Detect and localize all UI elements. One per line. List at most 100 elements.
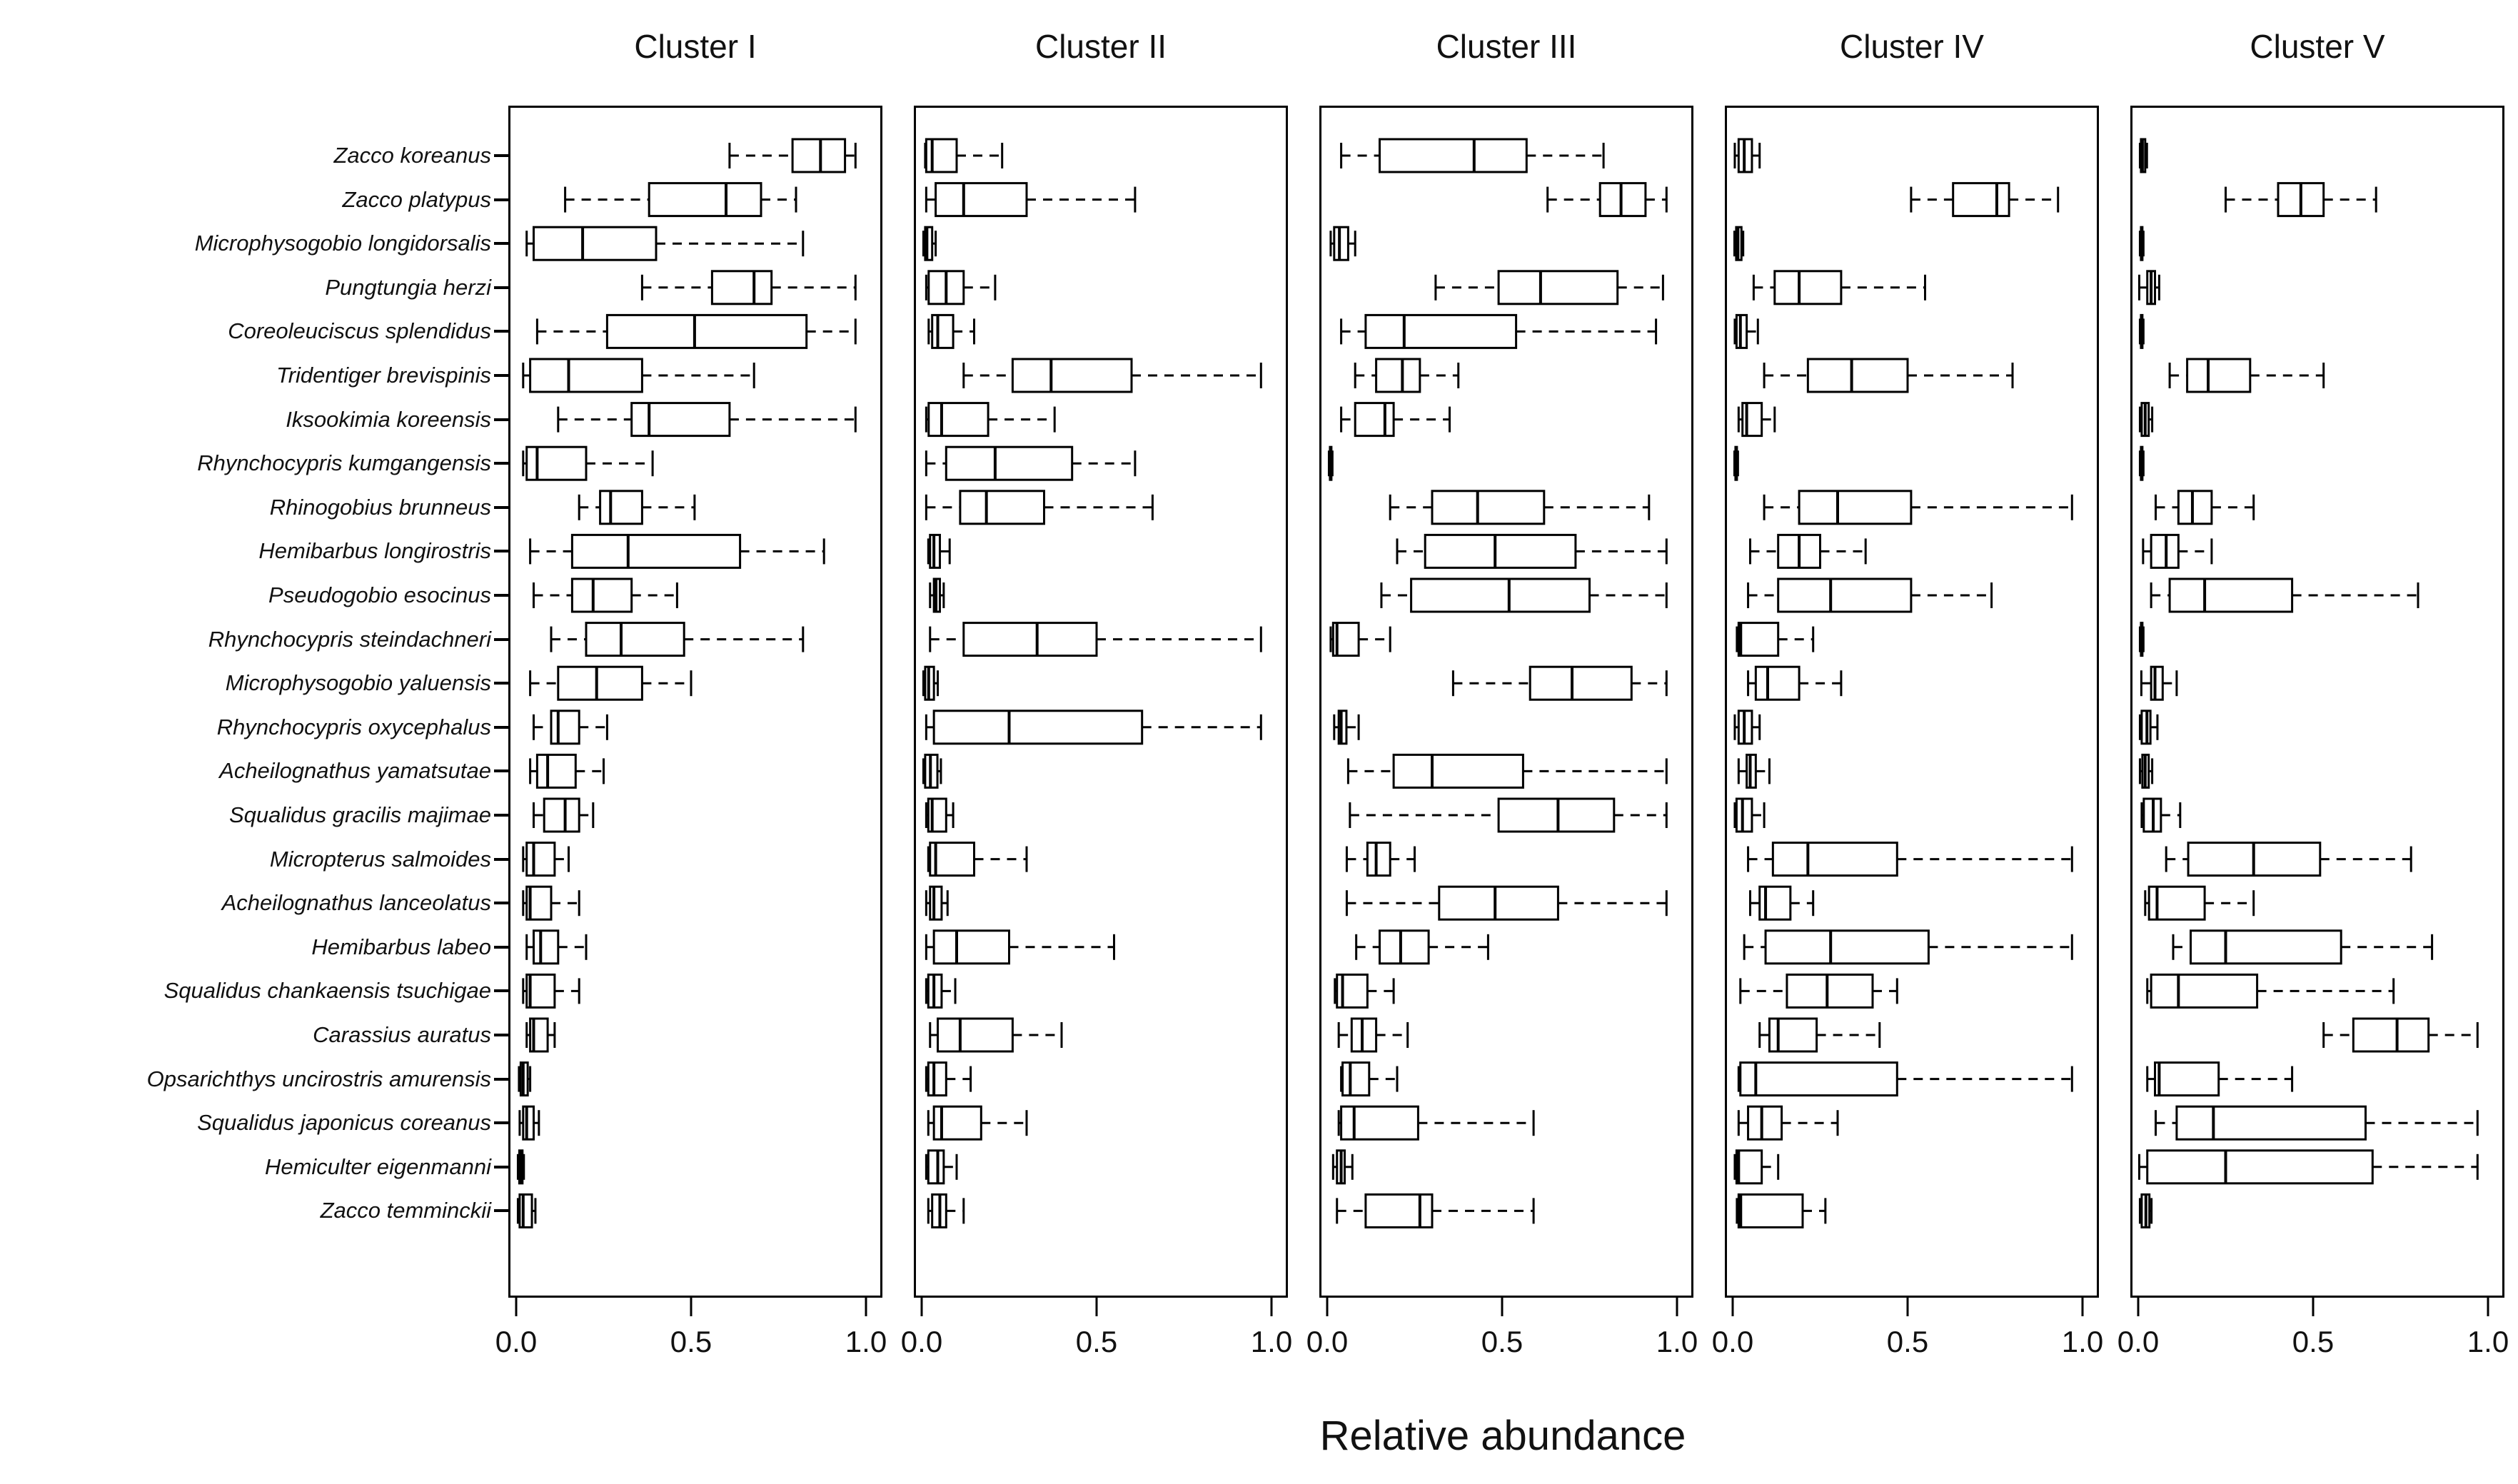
boxplot — [925, 797, 955, 833]
boxplot — [1763, 490, 2073, 525]
boxplot — [1345, 885, 1668, 921]
boxplot — [1349, 797, 1668, 833]
y-axis-tick — [494, 242, 509, 246]
panel-cluster-ii — [914, 106, 1288, 1316]
boxplot — [925, 490, 1154, 525]
x-axis-title: Relative abundance — [1319, 1413, 1686, 1459]
species-label: Rhynchocypris kumgangensis — [197, 450, 491, 476]
boxplot — [1329, 622, 1391, 657]
boxplot — [2150, 577, 2419, 613]
boxplot — [1546, 182, 1668, 218]
boxplot — [2138, 402, 2154, 438]
x-axis-tick-label: 1.0 — [845, 1325, 887, 1358]
boxplot — [518, 1105, 540, 1141]
y-axis-tick — [494, 1077, 509, 1081]
boxplot — [2142, 533, 2213, 569]
boxplot — [2138, 753, 2154, 789]
boxplot — [1733, 138, 1761, 173]
boxplot — [1763, 358, 2014, 393]
y-axis-tick — [494, 857, 509, 861]
boxplot — [1334, 973, 1395, 1009]
y-axis-tick — [494, 989, 509, 993]
boxplot — [2140, 665, 2178, 701]
boxplot — [522, 885, 580, 921]
boxplot — [1743, 929, 2073, 965]
x-axis-tick-label: 1.0 — [2061, 1325, 2104, 1358]
y-axis-tick — [494, 198, 509, 201]
boxplot — [1747, 665, 1843, 701]
boxplot — [2322, 1017, 2479, 1053]
boxplot — [925, 1061, 972, 1097]
x-axis-tick-label: 0.0 — [1306, 1325, 1349, 1358]
y-axis-tick — [494, 1034, 509, 1036]
boxplot — [1739, 973, 1898, 1009]
species-label: Opsarichthys uncirostris amurensis — [146, 1066, 491, 1091]
x-axis-tick-label: 1.0 — [1250, 1325, 1293, 1358]
boxplot — [1736, 622, 1815, 657]
boxplot — [516, 1193, 537, 1228]
x-axis-tick-label: 0.0 — [495, 1325, 538, 1358]
boxplot — [1749, 533, 1867, 569]
y-axis-tick — [494, 550, 509, 553]
boxplot — [2138, 138, 2148, 173]
boxplot — [2155, 490, 2255, 525]
boxplot — [1451, 665, 1668, 701]
x-axis-tick-label: 0.5 — [1886, 1325, 1929, 1358]
y-axis-tick — [494, 814, 509, 817]
panel-border — [1319, 106, 1693, 1298]
y-axis-tick — [494, 1209, 509, 1213]
boxplot — [927, 842, 1028, 877]
x-axis-tick-label: 0.5 — [2292, 1325, 2335, 1358]
boxplot — [525, 929, 588, 965]
species-label: Zacco koreanus — [333, 143, 491, 168]
boxplot — [2140, 797, 2182, 833]
species-label: Microphysogobio longidorsalis — [194, 231, 491, 256]
boxplot — [1737, 402, 1776, 438]
y-axis-tick — [494, 154, 509, 157]
boxplot — [516, 1149, 525, 1185]
boxplot — [922, 226, 937, 261]
boxplot — [1733, 710, 1761, 745]
boxplot — [1346, 753, 1668, 789]
boxplot — [1434, 270, 1664, 306]
boxplot — [2146, 1061, 2294, 1097]
species-label: Zacco temminckii — [320, 1198, 491, 1223]
boxplot — [1736, 1193, 1827, 1228]
boxplot — [927, 313, 975, 349]
boxplot — [522, 973, 580, 1009]
y-axis-tick — [494, 637, 509, 641]
boxplot — [1327, 445, 1334, 481]
boxplot — [578, 490, 696, 525]
boxplot — [1737, 1105, 1839, 1141]
boxplot — [925, 270, 997, 306]
boxplot — [529, 665, 693, 701]
boxplot — [1331, 1149, 1354, 1185]
boxplot — [2137, 1149, 2479, 1185]
boxplot — [1340, 1061, 1399, 1097]
y-axis-tick — [494, 418, 509, 421]
boxplot — [1733, 226, 1745, 261]
x-axis-tick-label: 0.5 — [1481, 1325, 1524, 1358]
species-label: Acheilognathus yamatsutae — [219, 758, 491, 784]
boxplot — [533, 577, 678, 613]
panel-border — [508, 106, 882, 1298]
boxplot — [922, 753, 942, 789]
boxplot — [2144, 885, 2255, 921]
panel-border — [914, 106, 1288, 1298]
boxplot — [518, 1061, 532, 1097]
species-label: Iksookimia koreensis — [286, 406, 491, 432]
species-label: Rhinogobius brunneus — [269, 494, 491, 520]
panel-cluster-iii — [1319, 106, 1693, 1316]
species-label: Coreoleuciscus splendidus — [228, 318, 491, 344]
species-label: Zacco platypus — [342, 186, 492, 212]
boxplot — [2155, 1105, 2479, 1141]
boxplot — [2138, 1193, 2153, 1228]
boxplot — [564, 182, 797, 218]
boxplot — [1380, 577, 1668, 613]
boxplot — [522, 842, 570, 877]
boxplot — [1733, 797, 1766, 833]
boxplot — [2138, 622, 2145, 657]
boxplot — [1733, 445, 1739, 481]
species-label: Acheilognathus lanceolatus — [221, 890, 491, 916]
boxplot — [640, 270, 857, 306]
